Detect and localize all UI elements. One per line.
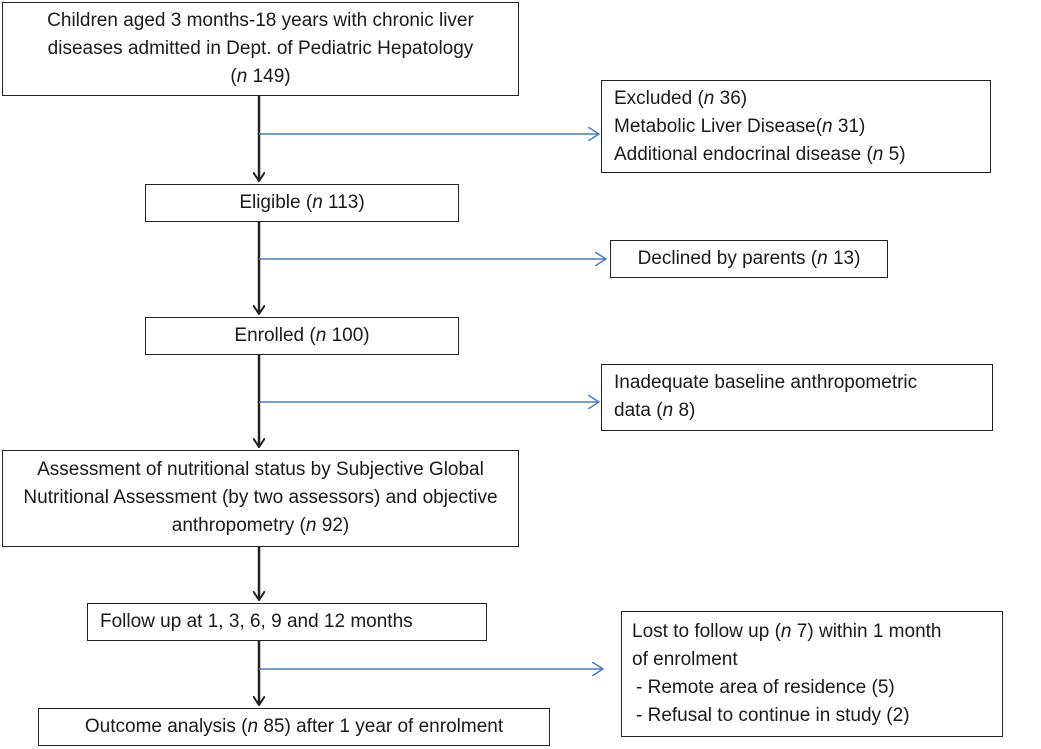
inadequate-line-1: Inadequate baseline anthropometric <box>614 372 918 393</box>
outcome-label: Outcome analysis (n 85) after 1 year of … <box>84 716 504 737</box>
excluded-reason-endocrinal: Additional endocrinal disease (n 5) <box>614 144 906 165</box>
lost-reason-remote: - Remote area of residence (5) <box>636 677 895 698</box>
excluded-box: Excluded (n 36) Metabolic Liver Disease(… <box>601 80 991 173</box>
declined-box: Declined by parents (n 13) <box>610 240 888 278</box>
excluded-reason-metabolic: Metabolic Liver Disease(n 31) <box>614 116 866 137</box>
inadequate-line-2: data (n 8) <box>614 400 696 421</box>
assessment-line-2: Nutritional Assessment (by two assessors… <box>23 487 498 508</box>
lost-line-2: of enrolment <box>632 649 738 670</box>
outcome-box: Outcome analysis (n 85) after 1 year of … <box>38 708 550 746</box>
followup-label: Follow up at 1, 3, 6, 9 and 12 months <box>100 611 413 632</box>
screened-count: (n 149) <box>230 66 291 87</box>
excluded-title: Excluded (n 36) <box>614 88 748 109</box>
eligible-box: Eligible (n 113) <box>145 184 459 222</box>
inadequate-box: Inadequate baseline anthropometric data … <box>601 364 993 431</box>
followup-box: Follow up at 1, 3, 6, 9 and 12 months <box>87 603 487 641</box>
screened-line-2: diseases admitted in Dept. of Pediatric … <box>47 38 474 59</box>
declined-label: Declined by parents (n 13) <box>637 248 861 269</box>
lost-reason-refusal: - Refusal to continue in study (2) <box>636 705 910 726</box>
assessment-line-1: Assessment of nutritional status by Subj… <box>37 459 484 480</box>
lost-box: Lost to follow up (n 7) within 1 month o… <box>621 611 1003 737</box>
enrolled-box: Enrolled (n 100) <box>145 317 459 355</box>
assessment-line-3: anthropometry (n 92) <box>171 515 350 536</box>
enrolled-label: Enrolled (n 100) <box>234 325 370 346</box>
screened-line-1: Children aged 3 months-18 years with chr… <box>47 10 474 31</box>
assessment-box: Assessment of nutritional status by Subj… <box>2 450 519 547</box>
eligible-label: Eligible (n 113) <box>239 192 365 213</box>
lost-line-1: Lost to follow up (n 7) within 1 month <box>632 621 942 642</box>
screened-box: Children aged 3 months-18 years with chr… <box>2 2 519 96</box>
